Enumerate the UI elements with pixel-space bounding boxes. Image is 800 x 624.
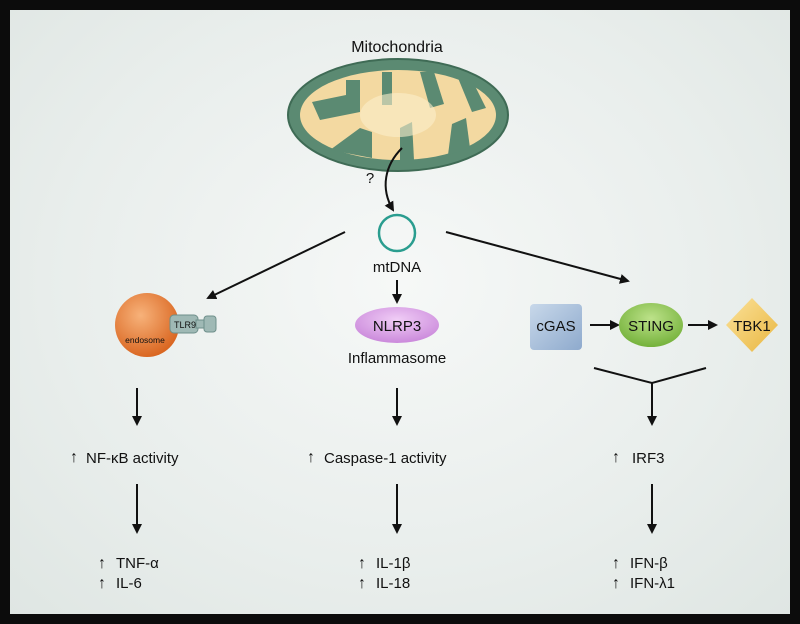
mtdna-label: mtDNA: [373, 259, 421, 276]
nfkb-activity-label: NF-κB activity: [86, 450, 179, 467]
mito-release-arrow: [384, 147, 403, 212]
tlr9-label: TLR9: [174, 320, 196, 330]
convergence-lines: [593, 367, 707, 385]
mtdna-ring-icon: [377, 213, 417, 253]
tbk1-label: TBK1: [733, 318, 771, 335]
tbk1-diamond: [726, 298, 778, 352]
up-arrow-ifnb: ↑: [612, 555, 620, 572]
mitochondria-title: Mitochondria: [351, 39, 443, 56]
up-arrow-ifnl1: ↑: [612, 575, 620, 592]
sting-label: STING: [628, 318, 674, 335]
inflammasome-label: Inflammasome: [348, 350, 446, 367]
il18-label: IL-18: [376, 575, 410, 592]
irf3-label: IRF3: [632, 450, 665, 467]
up-arrow-il18: ↑: [358, 575, 366, 592]
mitochondrion-icon: [287, 58, 509, 172]
ifn-beta-label: IFN-β: [630, 555, 668, 572]
question-mark: ?: [366, 170, 374, 187]
cgas-box: [530, 304, 582, 350]
endosome-label: endosome: [125, 335, 165, 345]
tnf-alpha-label: TNF-α: [116, 555, 159, 572]
cgas-label: cGAS: [536, 318, 575, 335]
nlrp3-oval: [355, 307, 439, 343]
up-arrow-irf3: ↑: [612, 449, 620, 466]
il6-label: IL-6: [116, 575, 142, 592]
arrow-to-left-branch: [206, 231, 346, 300]
nlrp3-label: NLRP3: [373, 318, 421, 335]
arrow-to-right-branch: [445, 231, 630, 284]
endosome-icon: [115, 293, 217, 357]
caspase-activity-label: Caspase-1 activity: [324, 450, 447, 467]
up-arrow-il1b: ↑: [358, 555, 366, 572]
up-arrow-nfkb: ↑: [70, 449, 78, 466]
up-arrow-tnf: ↑: [98, 555, 106, 572]
up-arrow-caspase: ↑: [307, 449, 315, 466]
up-arrow-il6: ↑: [98, 575, 106, 592]
ifn-lambda1-label: IFN-λ1: [630, 575, 675, 592]
sting-oval: [619, 303, 683, 347]
il1b-label: IL-1β: [376, 555, 411, 572]
